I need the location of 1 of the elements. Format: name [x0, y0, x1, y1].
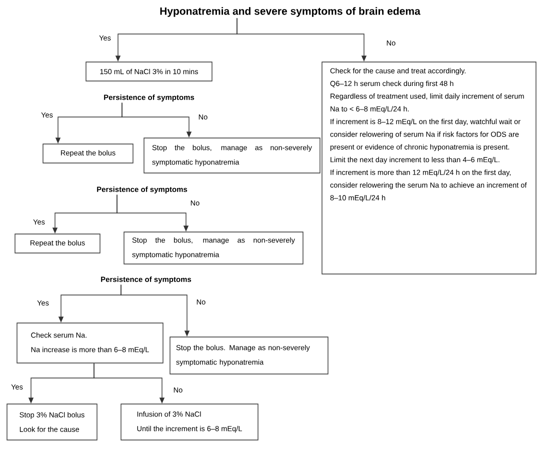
title: Hyponatremia and severe symptoms of brain edema [160, 7, 420, 17]
